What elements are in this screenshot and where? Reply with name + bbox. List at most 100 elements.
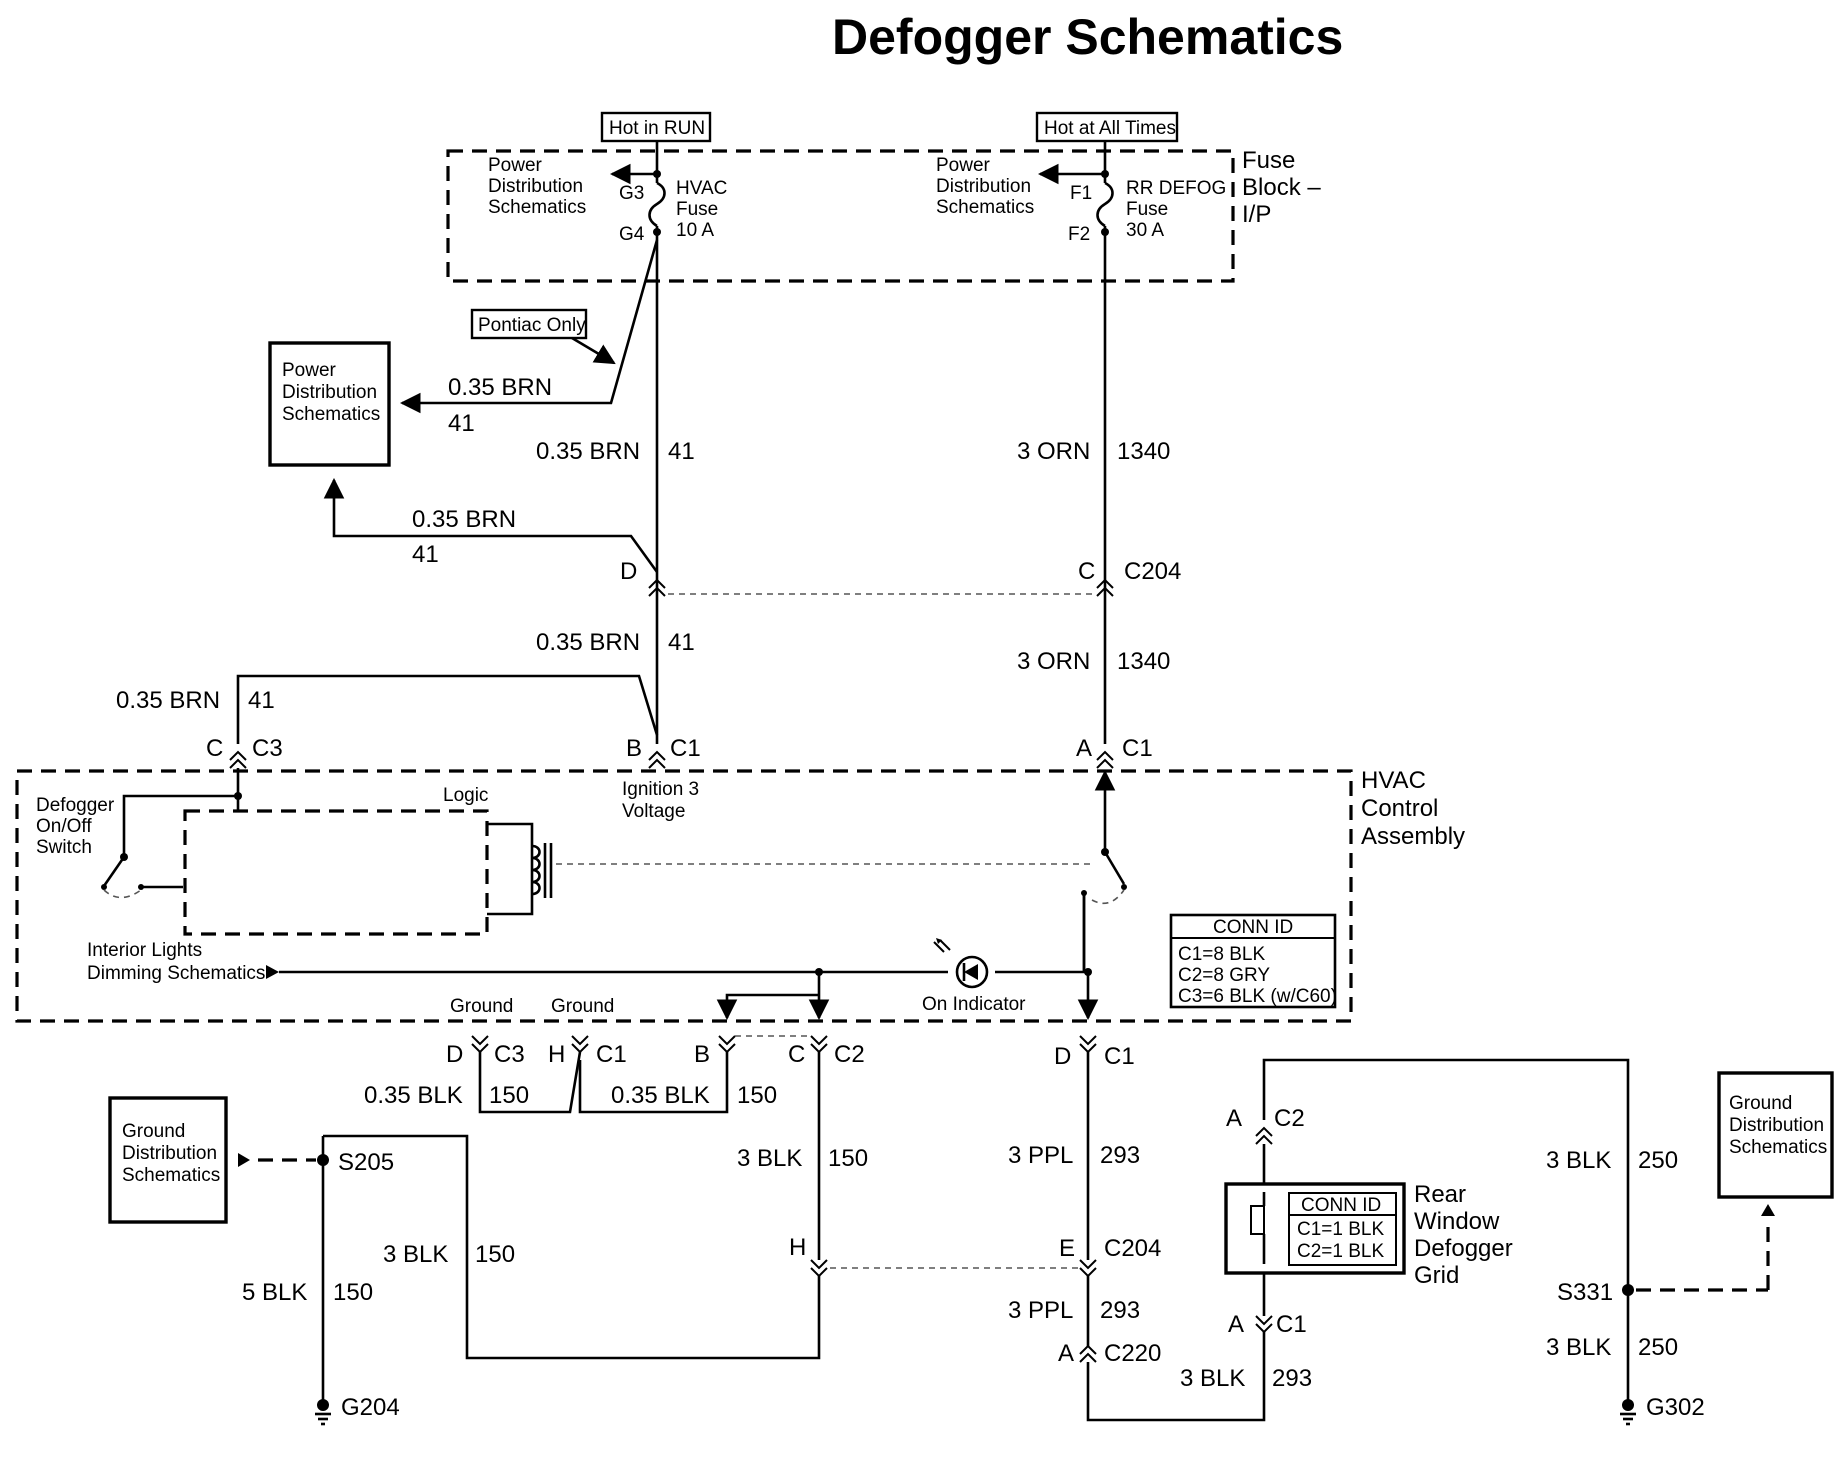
svg-text:Defogger: Defogger [36,795,115,816]
on-indicator-led: On Indicator [922,938,1026,1015]
svg-text:Distribution: Distribution [122,1143,217,1164]
svg-text:Power: Power [488,155,543,176]
connector-c3-c: C C3 [206,735,283,769]
svg-text:250: 250 [1638,1147,1678,1174]
hvac-label: HVAC Control Assembly [1361,767,1465,850]
svg-text:Power: Power [936,155,991,176]
svg-text:Ground: Ground [450,996,513,1017]
connector-c204-c: C C204 [1078,558,1181,597]
svg-text:Ground: Ground [1729,1093,1792,1114]
svg-text:3 BLK: 3 BLK [1546,1147,1611,1174]
rear-window-defogger-grid: CONN ID C1=1 BLK C2=1 BLK Rear Window De… [1224,1181,1513,1289]
svg-text:3 ORN: 3 ORN [1017,648,1090,675]
svg-text:Distribution: Distribution [488,176,583,197]
svg-text:C: C [1078,558,1095,585]
svg-text:RR DEFOG: RR DEFOG [1126,178,1226,199]
splice-s331: S331 3 BLK 250 [1546,1204,1775,1405]
svg-text:C: C [206,735,223,762]
svg-text:Hot at All Times: Hot at All Times [1044,118,1176,139]
svg-text:C1=8 BLK: C1=8 BLK [1178,944,1265,965]
svg-text:Assembly: Assembly [1361,823,1465,850]
svg-text:Ignition 3: Ignition 3 [622,779,699,800]
ground-g302: G302 [1620,1394,1705,1426]
pontiac-only-label: Pontiac Only [470,308,616,365]
svg-text:41: 41 [412,541,439,568]
svg-text:G4: G4 [619,224,645,245]
svg-text:Fuse: Fuse [1126,199,1168,220]
relay-coil [487,822,553,916]
svg-text:B: B [626,735,642,762]
connector-grid-c1: A C1 [1228,1311,1307,1338]
svg-text:A: A [1076,735,1092,762]
svg-text:C1: C1 [1122,735,1153,762]
svg-text:C3=6 BLK (w/C60): C3=6 BLK (w/C60) [1178,986,1337,1007]
svg-text:3 BLK: 3 BLK [737,1145,802,1172]
power-distribution-box: Power Distribution Schematics [268,341,391,467]
svg-text:CONN ID: CONN ID [1213,917,1293,938]
svg-text:Voltage: Voltage [622,801,685,822]
connector-grid-c2: A C2 [1226,1105,1305,1145]
svg-text:Schematics: Schematics [936,197,1034,218]
svg-text:41: 41 [668,438,695,465]
svg-text:C204: C204 [1124,558,1181,585]
svg-text:30 A: 30 A [1126,220,1164,241]
wire-150-c3 [478,1051,582,1114]
svg-text:293: 293 [1272,1365,1312,1392]
svg-text:HVAC: HVAC [1361,767,1426,794]
svg-text:Power: Power [282,360,337,381]
svg-text:C1: C1 [1104,1043,1135,1070]
svg-text:G3: G3 [619,183,644,204]
fuse-block-boundary [446,149,1235,283]
splice-s205: S205 5 BLK 150 [242,1136,394,1405]
svg-text:C2: C2 [1274,1105,1305,1132]
svg-text:3 BLK: 3 BLK [383,1241,448,1268]
svg-text:C3: C3 [252,735,283,762]
connector-h-c204: H [789,1234,828,1278]
svg-text:41: 41 [248,687,275,714]
svg-text:Control: Control [1361,795,1438,822]
svg-text:C204: C204 [1104,1235,1161,1262]
svg-text:S205: S205 [338,1149,394,1176]
svg-text:0.35 BLK: 0.35 BLK [611,1082,710,1109]
svg-text:0.35 BRN: 0.35 BRN [116,687,220,714]
svg-text:Distribution: Distribution [936,176,1031,197]
defogger-switch: Defogger On/Off Switch [36,768,242,899]
fuse-block-label: Fuse Block – I/P [1242,147,1321,228]
svg-text:3 PPL: 3 PPL [1008,1297,1073,1324]
svg-text:1340: 1340 [1117,438,1170,465]
hot-at-all-times-label: Hot at All Times [1035,111,1179,143]
svg-text:293: 293 [1100,1142,1140,1169]
svg-text:CONN ID: CONN ID [1301,1195,1381,1216]
wire-150-to-s205 [323,1134,821,1360]
svg-text:C: C [788,1041,805,1068]
connector-c2-c: C C2 [788,1035,865,1068]
connector-c2-b: B [694,1035,736,1068]
svg-text:Schematics: Schematics [122,1165,220,1186]
svg-text:Schematics: Schematics [1729,1137,1827,1158]
connector-c204-d: D [620,558,666,597]
svg-text:41: 41 [668,629,695,656]
svg-text:0.35 BRN: 0.35 BRN [412,506,516,533]
svg-text:1340: 1340 [1117,648,1170,675]
svg-text:C1=1 BLK: C1=1 BLK [1297,1219,1384,1240]
svg-text:Distribution: Distribution [1729,1115,1824,1136]
ground-distribution-right: Ground Distribution Schematics [1717,1071,1834,1199]
connector-a-c220: A C220 [1058,1340,1161,1367]
logic-block [183,809,489,936]
rr-defog-fuse: F1 F2 RR DEFOG Fuse 30 A Power Distribut… [936,141,1226,245]
hvac-fuse: G3 G4 HVAC Fuse 10 A Power Distribution … [488,141,727,245]
svg-text:HVAC: HVAC [676,178,727,199]
svg-text:3 BLK: 3 BLK [1546,1334,1611,1361]
svg-text:0.35 BRN: 0.35 BRN [536,438,640,465]
svg-text:250: 250 [1638,1334,1678,1361]
svg-text:I/P: I/P [1242,201,1271,228]
svg-text:C2: C2 [834,1041,865,1068]
svg-text:0.35 BRN: 0.35 BRN [448,374,552,401]
svg-text:B: B [694,1041,710,1068]
svg-text:On/Off: On/Off [36,816,92,837]
svg-text:10 A: 10 A [676,220,714,241]
connector-c1-d: D C1 [1054,1035,1135,1070]
svg-text:A: A [1058,1340,1074,1367]
interior-lights-dimming: Interior Lights Dimming Schematics [87,940,1092,984]
